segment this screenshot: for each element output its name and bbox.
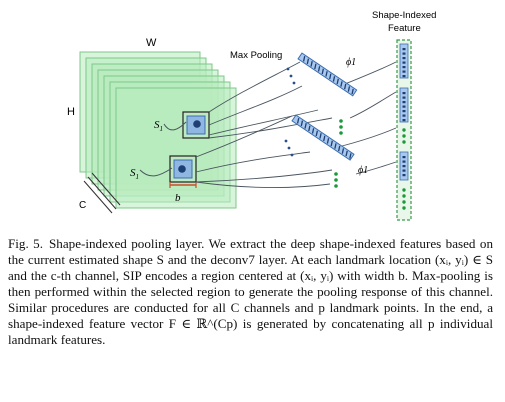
pooled-cell: [343, 83, 347, 90]
feature-cell: [402, 110, 406, 113]
feature-cell: [402, 92, 406, 95]
feature-cell: [402, 105, 406, 108]
landmark-label-bottom: S1: [130, 167, 139, 181]
pooled-cell: [341, 148, 345, 154]
feature-cell: [402, 160, 406, 163]
pooled-cell: [326, 138, 330, 144]
pooled-cell: [347, 86, 351, 92]
pooled-cell: [302, 56, 306, 62]
pooled-cell: [317, 66, 321, 72]
pooled-cell: [296, 118, 300, 124]
landmark-point-bottom: [178, 165, 186, 173]
feature-cell: [402, 48, 406, 51]
caption-label: Fig. 5.: [8, 236, 43, 251]
pooled-cell: [337, 145, 341, 152]
landmark-label-top: S1: [154, 119, 163, 133]
height-label: H: [67, 106, 75, 118]
pooled-cell: [345, 150, 348, 157]
feature-cell: [402, 57, 406, 60]
pooled-cell: [349, 153, 352, 159]
feature-cell: [402, 52, 406, 55]
curve-to-top-region: [163, 121, 187, 131]
channel-depth-marker: [83, 172, 121, 214]
channel-label: C: [79, 200, 86, 211]
pooled-cell: [306, 58, 310, 65]
ellipsis-dots-blue: [284, 67, 296, 157]
pooled-cell: [340, 81, 343, 87]
feature-vector-title: Shape-Indexed: [372, 10, 436, 21]
max-pooling-label: Max Pooling: [230, 50, 282, 61]
pooled-cell: [314, 63, 317, 70]
phi-label-top: ϕ1: [346, 57, 356, 68]
pooled-cell: [334, 143, 337, 149]
landmark-region-top: [182, 111, 210, 139]
pooled-cell: [332, 76, 336, 82]
pooled-cell: [351, 88, 354, 95]
feature-vector-subtitle: Feature: [388, 23, 421, 34]
pooled-cell: [315, 130, 319, 137]
curve-to-bottom-region: [139, 167, 173, 177]
pooled-cell: [310, 61, 313, 67]
feature-cell: [402, 114, 406, 117]
pooled-vector-top: [297, 52, 358, 97]
feature-cell: [402, 61, 406, 64]
pooled-cell: [308, 125, 311, 132]
feature-cell: [402, 96, 406, 99]
feature-cell: [402, 174, 406, 177]
phi-label-bottom: ϕ1: [358, 165, 368, 176]
shape-indexed-pooling-figure: W H C S1 S1 b Max Pooling: [67, 10, 436, 221]
feature-vector-ellipsis: [402, 128, 406, 210]
pooled-cell: [323, 135, 326, 142]
region-width-label: b: [175, 192, 181, 204]
pooled-cell: [304, 123, 307, 129]
pooled-vector-bottom: [291, 114, 355, 161]
feature-cell: [402, 119, 406, 122]
feature-cell: [402, 101, 406, 104]
landmark-region-bottom: [169, 155, 197, 188]
feature-cell: [402, 75, 406, 78]
width-label: W: [146, 37, 157, 49]
landmark-point-top: [193, 120, 201, 128]
feature-cell: [402, 66, 406, 69]
pooled-cell: [336, 78, 339, 85]
pooled-cell: [321, 68, 325, 75]
pooled-cell: [300, 120, 304, 127]
pooled-cell: [330, 140, 333, 147]
feature-cell: [402, 165, 406, 168]
feature-vector-cell-dots: [402, 48, 406, 177]
feature-vector-segment-2: [399, 87, 409, 123]
ellipsis-dots-green: [334, 119, 343, 188]
pooled-cell: [325, 71, 328, 77]
feature-cell: [402, 70, 406, 73]
feature-cell: [402, 169, 406, 172]
figure-caption: Fig. 5.Shape-indexed pooling layer. We e…: [8, 236, 493, 348]
feature-vector-segment-1: [399, 43, 409, 79]
feature-cell: [402, 156, 406, 159]
pooled-cell: [311, 128, 315, 134]
caption-text: Shape-indexed pooling layer. We extract …: [8, 236, 493, 347]
pooled-cell: [329, 73, 332, 80]
pooled-cell: [319, 133, 322, 139]
